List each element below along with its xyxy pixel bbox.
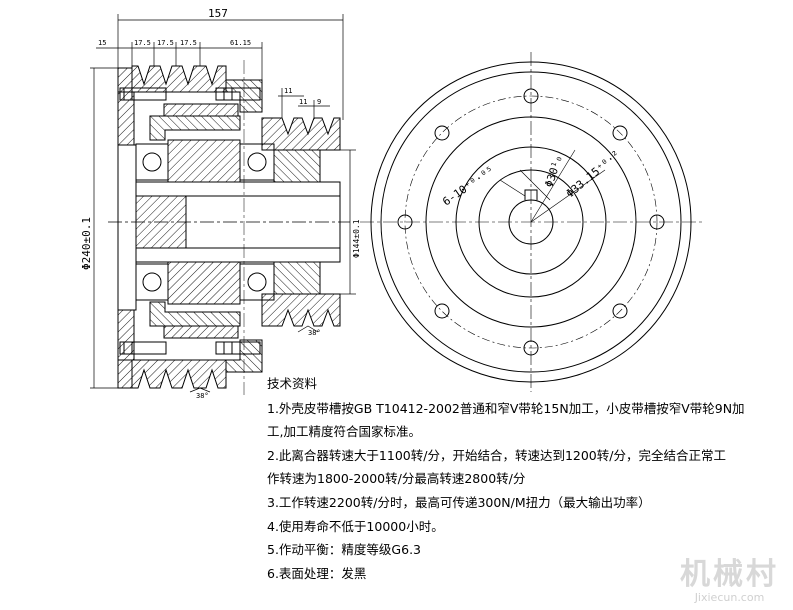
dim-d5: 61.15 <box>230 39 251 47</box>
dim-hub: Φ33.15⁺⁰·² <box>564 148 623 201</box>
dimension-texts: 157 15 17.5 17.5 17.5 61.15 11 11 9 Φ240… <box>80 7 361 400</box>
dim-bore: Φ30¹₀ <box>542 153 565 189</box>
dim-d4: 17.5 <box>180 39 197 47</box>
dim-d3: 17.5 <box>157 39 174 47</box>
dim-d1: 15 <box>98 39 106 47</box>
dim-diameter-outer: Φ240±0.1 <box>80 217 93 270</box>
section-view <box>108 60 350 395</box>
notes-line: 3.工作转速2200转/分时，最高可传递300N/M扭力（最大输出功率） <box>267 494 651 510</box>
front-view <box>360 52 702 392</box>
dim-d6: 11 <box>284 87 292 95</box>
notes-line: 作转速为1800-2000转/分最高转速2800转/分 <box>267 471 526 487</box>
dim-keyway: 6-10⁺⁰·⁰⁵ <box>440 164 496 209</box>
notes-line: 2.此离合器转速大于1100转/分，开始结合，转速达到1200转/分，完全结合正… <box>267 447 726 463</box>
notes-line: 1.外壳皮带槽按GB T10412-2002普通和窄V带轮15N加工，小皮带槽按… <box>267 400 745 416</box>
notes-line: 工,加工精度符合国家标准。 <box>267 424 421 440</box>
dim-angle-bottom: 38° <box>196 392 209 400</box>
dim-d8: 9 <box>317 98 321 106</box>
dim-diameter-right: Φ144±0.1 <box>352 219 361 258</box>
notes-line: 6.表面处理：发黑 <box>267 565 367 581</box>
notes-title: 技术资料 <box>267 376 318 391</box>
front-dimension-texts: 6-10⁺⁰·⁰⁵ Φ30¹₀ Φ33.15⁺⁰·² <box>440 148 622 209</box>
notes-line: 5.作动平衡：精度等级G6.3 <box>267 542 421 558</box>
watermark: 机械村 Jixiecun.com <box>680 557 779 605</box>
notes-line: 4.使用寿命不低于10000小时。 <box>267 518 444 534</box>
technical-notes: 技术资料 1.外壳皮带槽按GB T10412-2002普通和窄V带轮15N加工，… <box>267 372 767 585</box>
dim-d2: 17.5 <box>134 39 151 47</box>
dim-overall-width: 157 <box>208 7 228 20</box>
dimension-lines <box>90 14 356 393</box>
watermark-logo-text: 机械村 <box>680 557 779 592</box>
watermark-url: Jixiecun.com <box>694 591 765 604</box>
dim-d7: 11 <box>299 98 307 106</box>
dim-angle-top: 38° <box>308 329 321 337</box>
